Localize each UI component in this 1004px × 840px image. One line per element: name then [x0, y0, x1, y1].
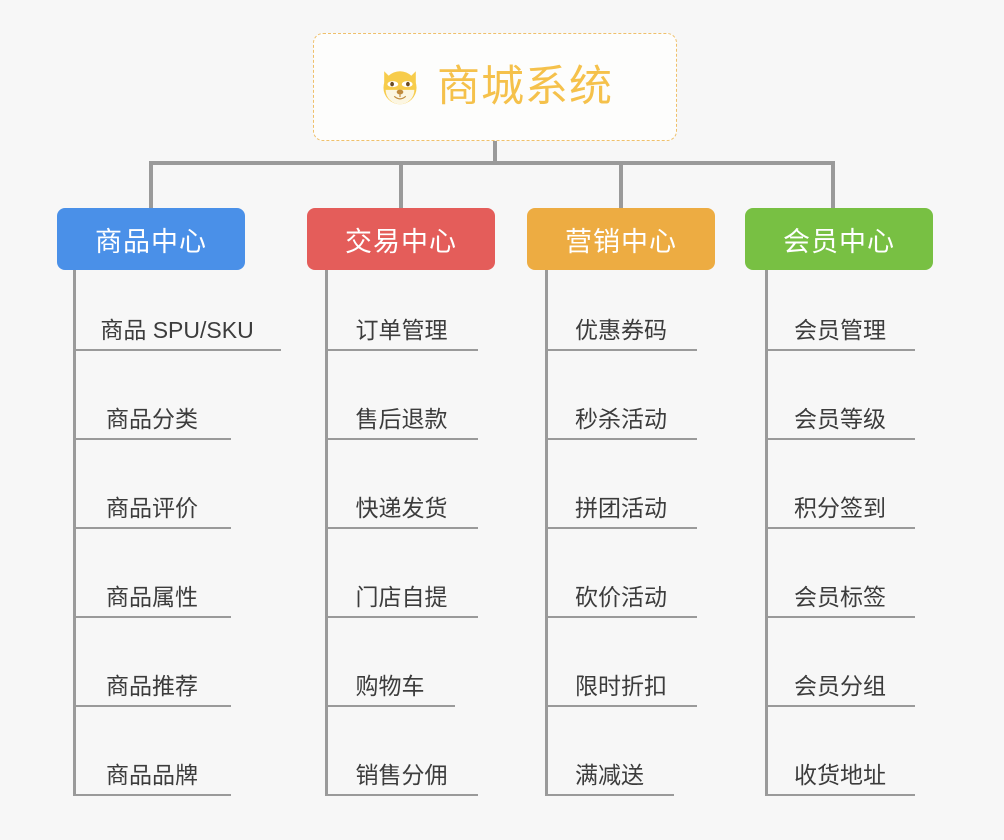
branch-spine-member [765, 270, 768, 796]
leaf-item-label: 拼团活动 [575, 495, 667, 521]
leaf-item-label: 会员标签 [794, 584, 886, 610]
branch-spine-marketing [545, 270, 548, 796]
leaf-item[interactable]: 商品品牌 [73, 750, 231, 796]
leaf-item-label: 门店自提 [355, 584, 448, 610]
leaf-item[interactable]: 优惠券码 [545, 305, 697, 351]
category-label-member: 会员中心 [783, 226, 895, 257]
leaf-item-label: 快递发货 [355, 495, 448, 521]
leaf-item-label: 订单管理 [355, 317, 448, 343]
leaf-item[interactable]: 订单管理 [325, 305, 478, 351]
connector-drop-trade [399, 161, 403, 210]
connector-root-stem [493, 141, 497, 165]
leaf-item-label: 商品分类 [106, 406, 198, 432]
leaf-item[interactable]: 购物车 [325, 661, 455, 707]
leaf-item-label: 会员管理 [794, 317, 886, 343]
leaf-item[interactable]: 快递发货 [325, 483, 478, 529]
leaf-item[interactable]: 满减送 [545, 750, 674, 796]
leaf-item[interactable]: 砍价活动 [545, 572, 697, 618]
leaf-item-label: 限时折扣 [575, 673, 667, 699]
category-label-marketing: 营销中心 [565, 226, 677, 257]
leaf-item[interactable]: 商品推荐 [73, 661, 231, 707]
category-label-product: 商品中心 [95, 226, 207, 257]
leaf-item[interactable]: 商品分类 [73, 394, 231, 440]
leaf-item-label: 优惠券码 [575, 317, 667, 343]
leaf-item-label: 会员等级 [794, 406, 886, 432]
leaf-item-label: 会员分组 [794, 673, 886, 699]
leaf-item[interactable]: 收货地址 [765, 750, 915, 796]
leaf-item[interactable]: 门店自提 [325, 572, 478, 618]
connector-horizontal-bus [149, 161, 835, 165]
connector-drop-product [149, 161, 153, 210]
leaf-item[interactable]: 售后退款 [325, 394, 478, 440]
leaf-item[interactable]: 限时折扣 [545, 661, 697, 707]
shiba-dog-face-emoji [377, 64, 423, 110]
leaf-item[interactable]: 会员标签 [765, 572, 915, 618]
category-box-member[interactable]: 会员中心 [745, 208, 933, 270]
leaf-item[interactable]: 商品属性 [73, 572, 231, 618]
leaf-item-label: 满减送 [575, 762, 644, 788]
leaf-item-label: 商品品牌 [106, 762, 198, 788]
branch-spine-product [73, 270, 76, 796]
leaf-item[interactable]: 秒杀活动 [545, 394, 697, 440]
leaf-item-label: 砍价活动 [575, 584, 667, 610]
category-box-product[interactable]: 商品中心 [57, 208, 245, 270]
category-label-trade: 交易中心 [345, 226, 457, 257]
category-box-trade[interactable]: 交易中心 [307, 208, 495, 270]
leaf-item[interactable]: 商品评价 [73, 483, 231, 529]
leaf-item-label: 商品评价 [106, 495, 198, 521]
leaf-item[interactable]: 拼团活动 [545, 483, 697, 529]
branch-spine-trade [325, 270, 328, 796]
leaf-item-label: 商品属性 [106, 584, 198, 610]
leaf-item-label: 收货地址 [794, 762, 886, 788]
leaf-item[interactable]: 会员管理 [765, 305, 915, 351]
connector-drop-marketing [619, 161, 623, 210]
leaf-item-label: 售后退款 [355, 406, 448, 432]
leaf-item-label: 积分签到 [794, 495, 886, 521]
leaf-item-label: 秒杀活动 [575, 406, 667, 432]
leaf-item[interactable]: 会员分组 [765, 661, 915, 707]
leaf-item[interactable]: 销售分佣 [325, 750, 478, 796]
connector-drop-member [831, 161, 835, 210]
category-box-marketing[interactable]: 营销中心 [527, 208, 715, 270]
leaf-item-label: 商品推荐 [106, 673, 198, 699]
root-title: 商城系统 [437, 62, 613, 111]
root-node[interactable]: 商城系统 [313, 33, 677, 141]
leaf-item-label: 销售分佣 [355, 762, 448, 788]
leaf-item[interactable]: 商品 SPU/SKU [73, 305, 281, 351]
leaf-item[interactable]: 会员等级 [765, 394, 915, 440]
leaf-item[interactable]: 积分签到 [765, 483, 915, 529]
leaf-item-label: 商品 SPU/SKU [100, 317, 254, 343]
leaf-item-label: 购物车 [355, 673, 425, 699]
